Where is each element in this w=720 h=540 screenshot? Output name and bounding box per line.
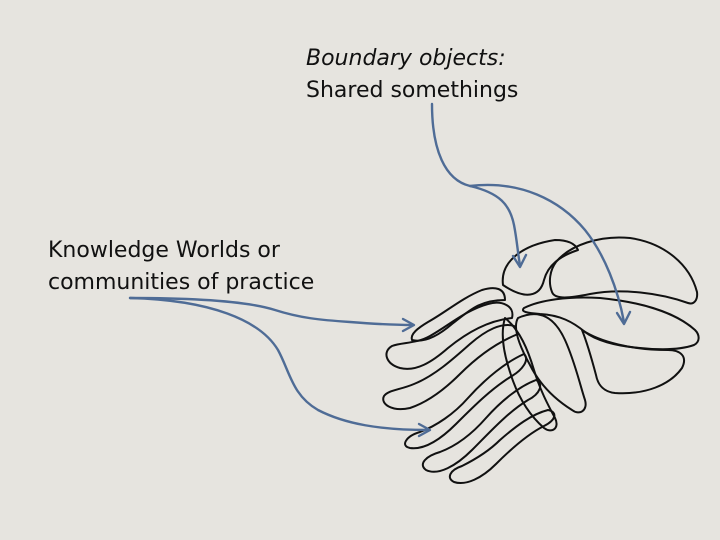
- knowledge-worlds-label: Knowledge Worlds or communities of pract…: [48, 235, 314, 299]
- knowledge-arrow-2: [128, 296, 430, 432]
- boundary-arrowhead-1: [511, 253, 528, 269]
- boundary-segment-center: [501, 317, 558, 432]
- tentacle-6: [448, 409, 556, 484]
- boundary-arrow-2: [468, 183, 626, 324]
- boundary-objects-label: Boundary objects: Shared somethings: [306, 43, 518, 107]
- boundary-segment-top-left: [501, 239, 579, 296]
- boundary-segment-right: [581, 329, 686, 395]
- knowledge-arrowhead-1: [401, 317, 416, 333]
- boundary-segment-left: [514, 313, 587, 414]
- tentacle-3: [382, 324, 519, 410]
- tentacle-4: [404, 353, 528, 450]
- boundary-object-shapes: [501, 236, 700, 432]
- knowledge-arrow-1: [128, 296, 414, 327]
- boundary-segment-top-right: [548, 236, 699, 305]
- tentacle-1: [410, 287, 506, 342]
- boundary-objects-subtitle: Shared somethings: [306, 78, 519, 103]
- boundary-arrowhead-2: [615, 310, 632, 326]
- tentacle-2: [385, 301, 514, 370]
- knowledge-worlds-line-1: Knowledge Worlds or: [48, 238, 280, 263]
- knowledge-arrows: [128, 296, 432, 438]
- knowledge-worlds-line-2: communities of practice: [48, 270, 315, 295]
- boundary-objects-title: Boundary objects:: [306, 46, 506, 71]
- boundary-arrow-1: [430, 102, 522, 267]
- tentacle-5: [421, 379, 542, 473]
- boundary-arrows: [430, 102, 632, 326]
- knowledge-arrowhead-2: [417, 422, 432, 438]
- tentacle-shapes: [382, 287, 556, 484]
- boundary-segment-middle: [522, 296, 700, 351]
